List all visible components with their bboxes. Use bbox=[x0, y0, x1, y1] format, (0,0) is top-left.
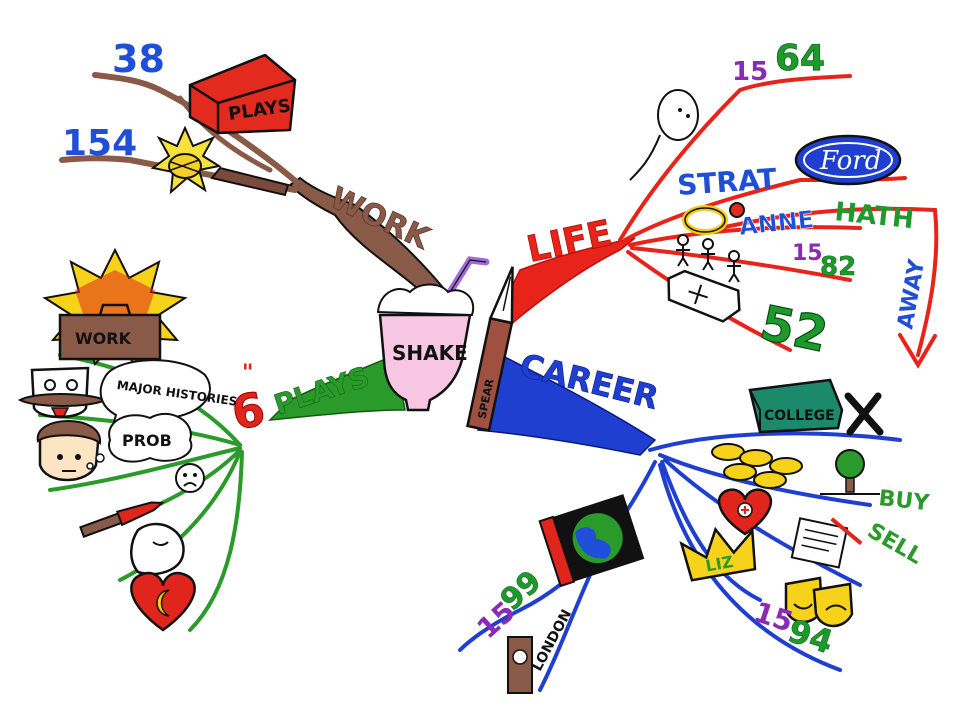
plays-book-icon: PLAYS bbox=[188, 53, 297, 135]
career-sub-branch-london bbox=[458, 460, 657, 652]
tree-icon bbox=[820, 449, 880, 495]
kids-year-prefix: 15 bbox=[792, 241, 823, 266]
coins-icon bbox=[711, 443, 803, 489]
work-sub-branch-plays bbox=[92, 72, 303, 188]
ring-icon bbox=[682, 202, 745, 235]
life-sub-branch-birth bbox=[618, 74, 852, 242]
sun-work-icon: WORK bbox=[42, 247, 188, 366]
briefcase-label: WORK bbox=[75, 329, 132, 348]
life-sub-branch-away bbox=[718, 206, 939, 357]
birth-year-suffix: 64 bbox=[775, 38, 825, 79]
work-trunk bbox=[288, 176, 447, 302]
anne-label: ANNE bbox=[738, 205, 816, 241]
center-image: SHAKE SPEAR bbox=[376, 256, 514, 433]
away-arrow-icon bbox=[898, 333, 937, 369]
plays-sub-branch-6 bbox=[188, 450, 244, 632]
prob-label: PROB bbox=[122, 431, 172, 450]
baby-icon bbox=[629, 89, 699, 181]
college-book-icon: COLLEGE bbox=[748, 378, 844, 434]
sun-basket-icon bbox=[150, 125, 222, 195]
sad-face-icon bbox=[175, 463, 205, 493]
liz-label: LIZ bbox=[704, 552, 735, 576]
ford-badge: Ford bbox=[794, 134, 902, 186]
plays-sub-branch-3 bbox=[48, 446, 242, 492]
career-sub-branch-london-2 bbox=[538, 573, 592, 692]
milkshake-cup-icon bbox=[378, 313, 472, 412]
problem-face-icon bbox=[36, 420, 102, 482]
plays-count: 38 bbox=[112, 37, 165, 81]
career-sub-branch-theatre bbox=[658, 463, 842, 672]
contract-paper-icon bbox=[790, 517, 863, 569]
death-age: 52 bbox=[756, 295, 833, 364]
sell-label: SELL bbox=[863, 519, 927, 570]
pen-icon: SPEAR bbox=[466, 266, 514, 433]
plays-count: 6 bbox=[227, 381, 270, 440]
plays-trunk bbox=[267, 353, 406, 421]
theatre-masks-icon bbox=[784, 576, 854, 628]
life-sub-branch-anne bbox=[628, 225, 862, 247]
career-sub-branch-buysell bbox=[663, 458, 862, 587]
buy-label: BUY bbox=[877, 486, 931, 516]
crown-icon: LIZ bbox=[679, 526, 757, 582]
college-label: COLLEGE bbox=[764, 408, 835, 424]
cross-icon bbox=[844, 392, 884, 436]
profile-face-icon bbox=[130, 522, 185, 576]
strat-label: STRAT bbox=[676, 162, 777, 202]
king-face-icon bbox=[17, 366, 108, 419]
children-icon bbox=[676, 234, 741, 283]
career-trunk bbox=[477, 350, 657, 456]
life-branch: LIFE 15 64 STRAT Ford bbox=[504, 38, 939, 369]
plays-branch: 6 " PLAYS WORK MAJOR bbox=[17, 247, 406, 632]
birth-year-prefix: 15 bbox=[732, 57, 768, 87]
coffin-icon bbox=[667, 269, 741, 323]
clock-tower-icon bbox=[507, 636, 533, 694]
life-label: LIFE bbox=[523, 213, 615, 271]
poems-count: 154 bbox=[62, 123, 137, 164]
dagger-icon bbox=[79, 501, 165, 538]
briefcase-icon bbox=[58, 313, 162, 361]
life-trunk bbox=[504, 237, 636, 327]
career-branch: CAREER COLLEGE bbox=[458, 346, 931, 694]
prob-thought-bubble: PROB bbox=[86, 412, 193, 470]
globe-theatre-icon bbox=[538, 494, 645, 588]
ford-label: Ford bbox=[819, 146, 881, 176]
shake-label: SHAKE bbox=[392, 341, 468, 365]
kids-year-suffix: 82 bbox=[820, 252, 856, 282]
plays-quote-mark: " bbox=[242, 361, 253, 386]
work-sub-branch-twig bbox=[177, 95, 273, 173]
heart-moon-icon bbox=[130, 571, 196, 632]
health-heart-icon bbox=[717, 488, 773, 536]
career-sub-branch-college bbox=[648, 431, 902, 452]
quill-icon bbox=[210, 166, 290, 197]
